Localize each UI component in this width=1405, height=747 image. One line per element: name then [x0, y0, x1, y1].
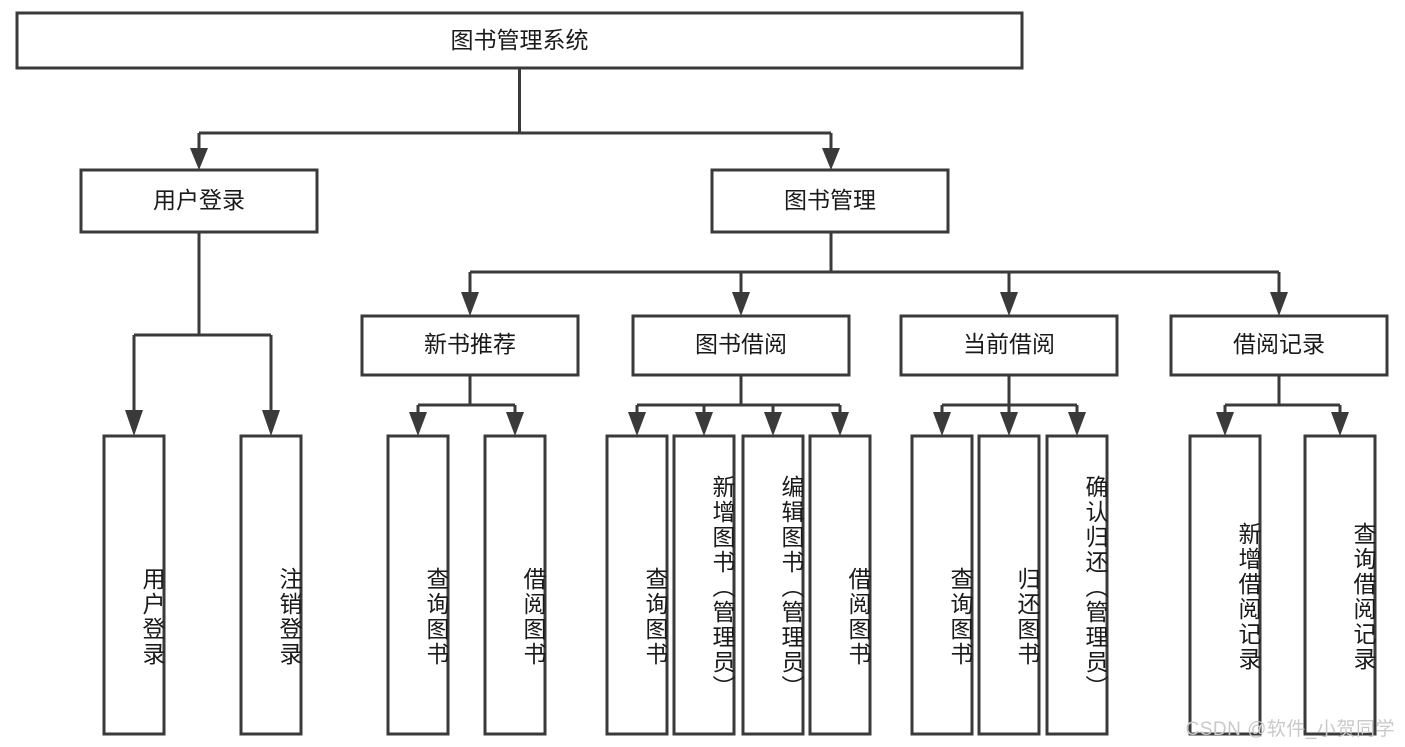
node-current-borrow-box[interactable] — [899, 314, 1119, 377]
node-new-book-recommend[interactable]: 新书推荐 — [360, 314, 580, 377]
node-book-manage-label: 图书管理 — [784, 187, 876, 213]
arrowhead-leaf-record-add — [1216, 412, 1234, 436]
node-book-borrow[interactable]: 图书借阅 — [631, 314, 851, 377]
leaf-record-add-box[interactable] — [1188, 434, 1262, 736]
node-root-system-box[interactable] — [15, 11, 1024, 70]
arrowhead-to-new-book — [461, 292, 479, 316]
leaf-logout-box[interactable] — [239, 434, 303, 736]
node-user-login[interactable]: 用户登录 — [79, 168, 319, 234]
node-current-borrow[interactable]: 当前借阅 — [899, 314, 1119, 377]
node-root-system[interactable]: 图书管理系统 — [15, 11, 1024, 70]
connector-userlogin-to-leaves — [132, 232, 273, 412]
connector-currentborrow-to-leaves — [940, 375, 1079, 414]
arrowhead-leaf-current-return — [1000, 412, 1018, 436]
leaf-newbook-query-box[interactable] — [386, 434, 450, 736]
node-book-borrow-box[interactable] — [631, 314, 851, 377]
node-current-borrow-label: 当前借阅 — [963, 331, 1055, 357]
node-book-manage-box[interactable] — [710, 168, 950, 234]
arrowhead-leaf-current-confirm — [1068, 412, 1086, 436]
connector-bookmanage-to-level3 — [468, 232, 1281, 295]
leaf-box-group — [102, 434, 1377, 736]
connector-group — [125, 68, 1349, 436]
leaf-borrow-query-box[interactable] — [605, 434, 669, 736]
node-user-login-box[interactable] — [79, 168, 319, 234]
leaf-record-query-box[interactable] — [1303, 434, 1377, 736]
leaf-current-return-box[interactable] — [977, 434, 1041, 736]
node-root-system-label: 图书管理系统 — [451, 27, 589, 53]
node-borrow-record-box[interactable] — [1169, 314, 1389, 377]
leaf-borrow-edit-box[interactable] — [741, 434, 805, 736]
leaf-user-login-box[interactable] — [102, 434, 166, 736]
arrowhead-leaf-borrow-edit — [764, 412, 782, 436]
node-book-manage[interactable]: 图书管理 — [710, 168, 950, 234]
arrowhead-leaf-current-query — [933, 412, 951, 436]
node-user-login-label: 用户登录 — [153, 187, 245, 213]
arrowhead-leaf-borrow-lend — [831, 412, 849, 436]
connector-root-to-level2 — [197, 68, 833, 158]
arrowhead-to-book-manage — [822, 148, 840, 170]
arrowhead-leaf-record-query — [1331, 412, 1349, 436]
leaf-current-confirm-box[interactable] — [1045, 434, 1109, 736]
arrowhead-leaf-logout — [262, 410, 280, 436]
leaf-newbook-borrow-box[interactable] — [483, 434, 547, 736]
node-new-book-recommend-box[interactable] — [360, 314, 580, 377]
connector-bookborrow-to-leaves — [635, 375, 842, 414]
arrowhead-leaf-borrow-add — [695, 412, 713, 436]
arrowhead-leaf-user-login — [125, 410, 143, 436]
leaf-borrow-lend-box[interactable] — [808, 434, 872, 736]
csdn-watermark: CSDN @软件_小贺同学 — [1185, 719, 1395, 740]
arrowhead-to-book-borrow — [732, 292, 750, 316]
arrowhead-to-borrow-record — [1270, 292, 1288, 316]
leaf-current-query-box[interactable] — [910, 434, 974, 736]
arrowhead-to-user-login — [190, 148, 208, 170]
node-borrow-record-label: 借阅记录 — [1233, 331, 1325, 357]
node-book-borrow-label: 图书借阅 — [695, 331, 787, 357]
arrowhead-leaf-newbook-borrow — [506, 412, 524, 436]
arrowhead-leaf-borrow-query — [628, 412, 646, 436]
arrowhead-to-current-borrow — [1000, 292, 1018, 316]
arrowhead-leaf-newbook-query — [409, 412, 427, 436]
leaf-borrow-add-box[interactable] — [672, 434, 736, 736]
connector-borrowrecord-to-leaves — [1223, 375, 1342, 414]
node-borrow-record[interactable]: 借阅记录 — [1169, 314, 1389, 377]
node-new-book-recommend-label: 新书推荐 — [424, 331, 516, 357]
connector-newbook-to-leaves — [416, 375, 517, 414]
